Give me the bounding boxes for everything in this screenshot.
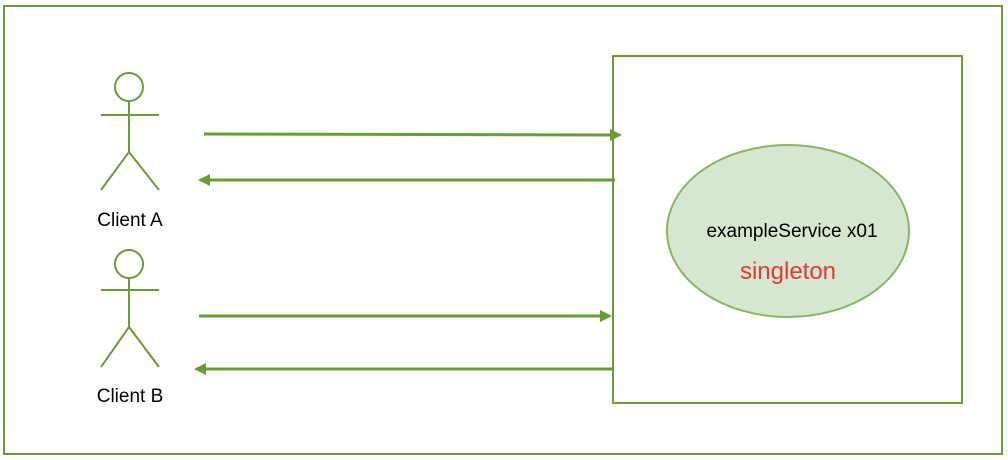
client-b-actor: [100, 249, 160, 368]
client-a-left-leg: [100, 151, 130, 191]
arrow-client-a-request: [203, 128, 622, 141]
service-container: [612, 55, 963, 404]
client-b-head: [114, 249, 144, 279]
client-b-label: Client B: [97, 386, 164, 407]
service-node: [666, 144, 910, 318]
client-a-actor: [100, 72, 160, 191]
client-b-left-leg: [100, 326, 130, 368]
client-a-label: Client A: [97, 210, 163, 231]
service-name: exampleService x01: [706, 221, 877, 242]
outer-frame: [3, 5, 1003, 455]
client-a-head: [114, 72, 144, 102]
service-scope: singleton: [740, 258, 836, 285]
client-a-right-leg: [128, 151, 160, 191]
client-b-right-leg: [128, 326, 160, 368]
